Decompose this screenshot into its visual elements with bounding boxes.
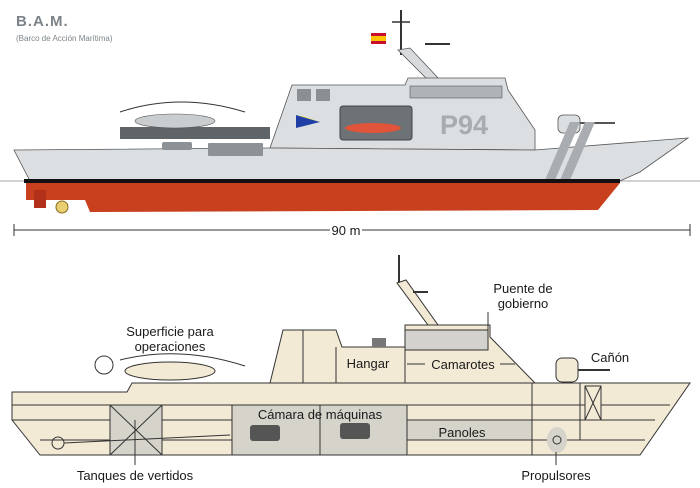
rescue-boat [345, 123, 401, 133]
helicopter [134, 113, 216, 129]
cutaway-superstructure [269, 324, 537, 384]
hull-red [26, 183, 620, 212]
label-maquinas: Cámara de máquinas [258, 407, 383, 422]
cutaway-helicopter [124, 361, 216, 381]
pennant-icon [296, 115, 320, 128]
label-canon: Cañón [591, 350, 629, 365]
length-dimension: 90 m [13, 223, 691, 238]
label-puente-2: gobierno [498, 296, 549, 311]
title: B.A.M. [16, 13, 69, 30]
engine-icon [340, 423, 370, 439]
label-camarotes: Camarotes [431, 357, 495, 372]
label-superficie: Superficie para [126, 324, 214, 339]
cutaway-gun [555, 357, 579, 383]
length-label: 90 m [332, 223, 361, 238]
railing [120, 127, 270, 139]
spanish-flag-icon [371, 33, 386, 44]
boat-bay [339, 105, 413, 141]
label-puente-1: Puente de [493, 281, 552, 296]
subtitle: (Barco de Acción Marítima) [16, 34, 113, 43]
label-hangar: Hangar [347, 356, 390, 371]
bridge-windows [409, 85, 503, 99]
cutaway-propeller-icon [51, 436, 65, 450]
engine-icon [250, 425, 280, 441]
cutaway-ship: Superficie para operaciones Puente de go… [11, 255, 691, 483]
tail-rotor-icon [94, 355, 114, 375]
label-tanques: Tanques de vertidos [77, 468, 194, 483]
label-propulsores: Propulsores [521, 468, 591, 483]
label-operaciones: operaciones [135, 339, 206, 354]
hull-number: P94 [440, 110, 488, 140]
propeller-icon [55, 200, 69, 214]
exterior-ship: P94 90 m [0, 10, 700, 238]
boot-top [24, 179, 620, 183]
thruster-icon [547, 427, 567, 453]
label-panoles: Panoles [439, 425, 486, 440]
mast [392, 10, 450, 83]
